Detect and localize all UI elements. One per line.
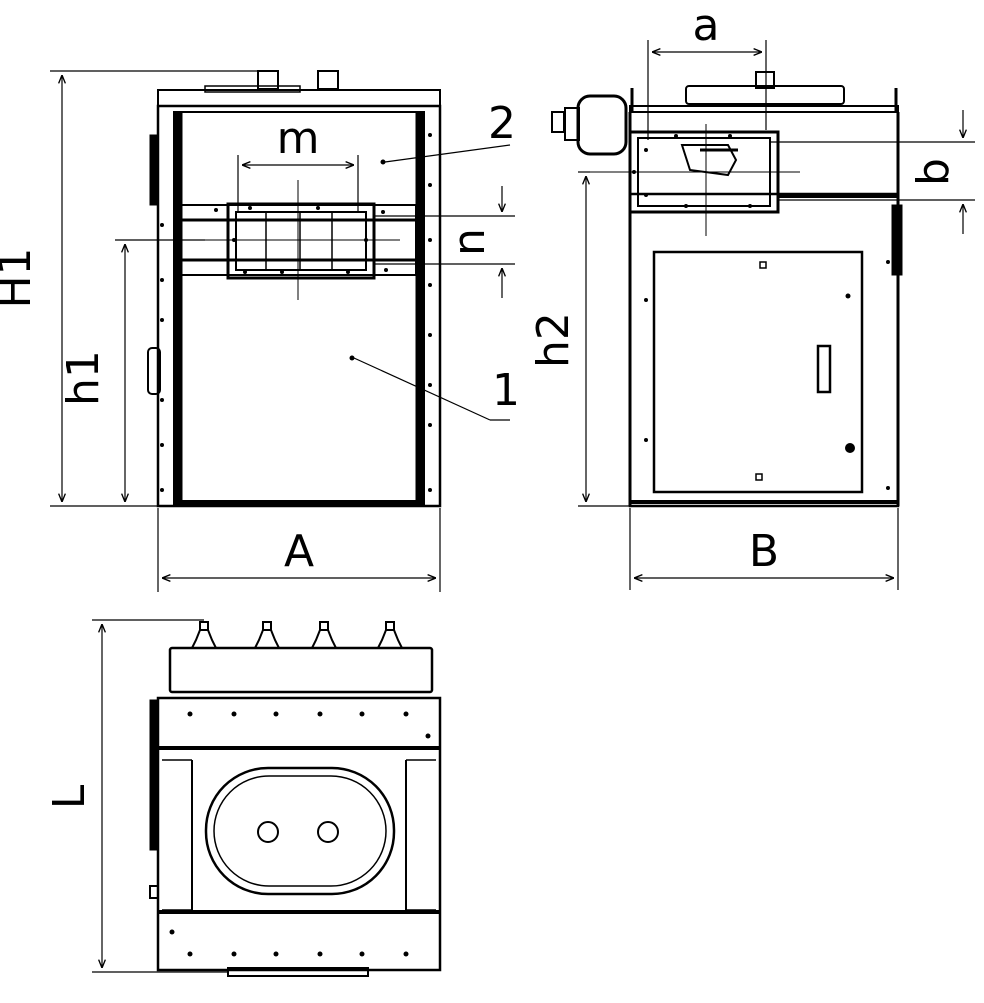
top-body-outline — [156, 696, 442, 972]
label-a-offset: a — [693, 0, 720, 51]
label-l: L — [44, 784, 95, 809]
front-terminal-left — [257, 70, 279, 90]
top-insulators — [190, 621, 404, 649]
front-handle — [147, 347, 161, 395]
side-terminal-cable — [680, 144, 738, 177]
top-terminal-strip — [168, 646, 434, 694]
side-right-bracket — [891, 204, 903, 276]
label-a: A — [284, 526, 314, 577]
front-top-plate — [204, 85, 301, 93]
side-body-outline — [628, 192, 900, 508]
side-top-rail — [629, 105, 899, 113]
front-body-outline — [156, 104, 442, 508]
callout-1: 1 — [492, 365, 520, 416]
front-dimensions — [50, 70, 515, 592]
label-m: m — [277, 113, 320, 164]
side-top-terminal — [755, 71, 775, 89]
top-port-left — [257, 821, 279, 843]
callout-leader-2 — [384, 144, 511, 163]
front-opening-frame — [226, 202, 376, 280]
top-left-bracket — [149, 699, 159, 851]
front-left-post — [173, 111, 183, 505]
side-drive-unit — [576, 94, 628, 156]
label-h2: h2 — [528, 312, 579, 368]
callout-2: 2 — [488, 98, 516, 149]
label-n: n — [444, 228, 495, 256]
front-rivets — [160, 115, 432, 492]
front-view — [147, 70, 511, 508]
label-b-opening: b — [908, 158, 959, 186]
side-door-handle — [816, 344, 832, 394]
front-left-bracket — [149, 134, 159, 206]
label-b-width: B — [749, 526, 779, 577]
top-cover-oval — [204, 766, 396, 896]
top-dimensions — [92, 619, 228, 973]
top-rivets — [169, 711, 431, 957]
front-right-post — [415, 111, 425, 505]
front-inner-frame — [173, 111, 425, 505]
callout-leader-1 — [353, 357, 491, 421]
side-rivets — [632, 134, 890, 490]
side-view — [551, 71, 903, 508]
side-top-cover — [685, 85, 845, 105]
side-access-door — [652, 250, 864, 494]
label-h1-opening: h1 — [58, 350, 109, 406]
top-view — [149, 621, 442, 977]
top-port-right — [317, 821, 339, 843]
label-h1-total: H1 — [0, 247, 41, 308]
side-dimensions — [578, 40, 975, 590]
front-terminal-right — [317, 70, 339, 90]
